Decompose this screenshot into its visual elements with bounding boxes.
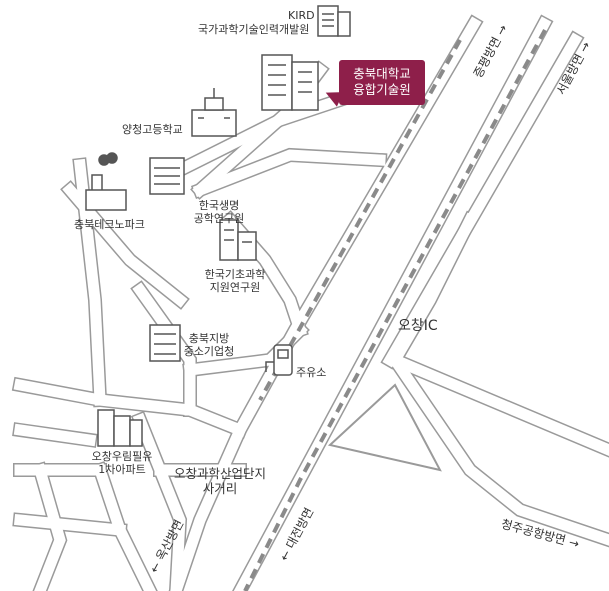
gas-station-label: 주유소: [296, 366, 327, 379]
smba-label-line2: 중소기업청: [183, 345, 235, 358]
destination-name-line2: 융합기술원: [353, 82, 411, 97]
building-icons: [85, 5, 351, 447]
kribb-label: 한국생명 공학연구원: [188, 199, 250, 225]
destination-name-line1: 충북대학교: [353, 66, 411, 81]
kribb-building-icon: [149, 157, 185, 195]
smba-building-icon: [149, 324, 181, 362]
smba-label: 충북지방 중소기업청: [178, 332, 240, 358]
school-label: 양청고등학교: [122, 123, 183, 136]
ic-triangle: [327, 383, 442, 472]
techno-park-label: 충북테크노파크: [74, 218, 145, 231]
kbsi-label: 한국기초과학 지원연구원: [199, 268, 271, 294]
factory-icon: [85, 152, 127, 211]
intersection-label-line2: 사거리: [202, 481, 238, 496]
smba-label-line1: 충북지방: [188, 332, 230, 345]
kribb-label-line1: 한국생명: [198, 199, 240, 212]
intersection-label: 오창과학산업단지 사거리: [170, 466, 270, 496]
kird-building-icon: [317, 5, 351, 37]
highway-dashes: [243, 29, 547, 591]
ochang-ic-label: 오창IC: [398, 318, 438, 334]
kbsi-label-line1: 한국기초과학: [204, 268, 266, 281]
apartment-label-line2: 1차아파트: [98, 463, 146, 476]
gas-pump-icon: [265, 344, 293, 376]
destination-callout: 충북대학교 융합기술원: [339, 60, 425, 105]
apartment-label: 오창우림필유 1차아파트: [84, 450, 160, 476]
kird-name-label: 국가과학기술인력개발원: [198, 23, 310, 36]
intersection-label-line1: 오창과학산업단지: [173, 466, 266, 481]
kbsi-building-icon: [219, 219, 257, 261]
destination-building-icon: [261, 54, 319, 111]
kribb-label-line2: 공학연구원: [193, 212, 245, 225]
apartment-building-icon: [97, 409, 143, 447]
kird-code-label: KIRD: [288, 9, 315, 22]
school-icon: [191, 88, 237, 137]
kbsi-label-line2: 지원연구원: [209, 281, 261, 294]
apartment-label-line1: 오창우림필유: [91, 450, 153, 463]
